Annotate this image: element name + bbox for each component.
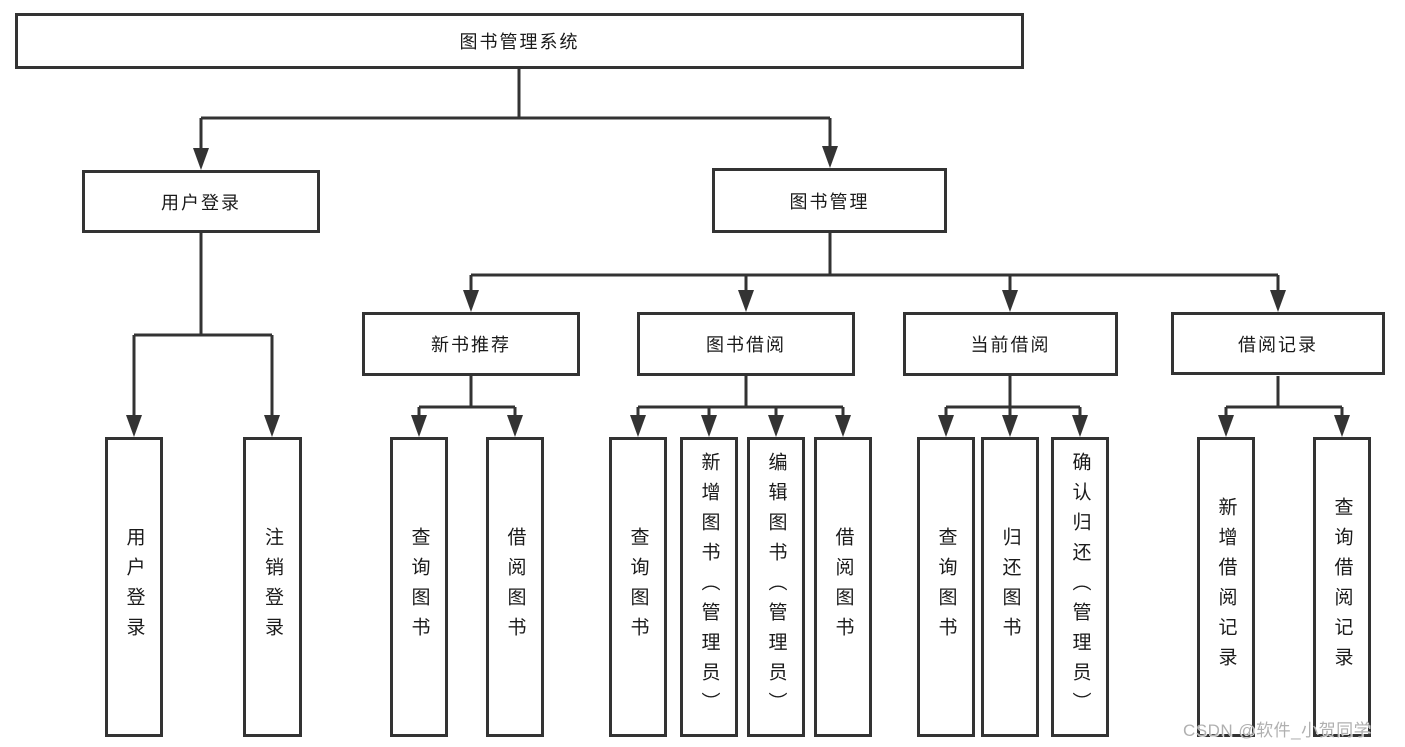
node-label: 新增借阅记录 [1215, 497, 1237, 677]
leaf-newrec-query-books: 查询图书 [390, 437, 448, 737]
leaf-borrow-add-books-admin: 新增图书（管理员） [680, 437, 738, 737]
node-label: 借阅图书 [504, 527, 526, 647]
leaf-current-return-books: 归还图书 [981, 437, 1039, 737]
node-label: 查询图书 [935, 527, 957, 647]
node-label: 归还图书 [999, 527, 1021, 647]
node-label: 新增图书（管理员） [698, 452, 720, 722]
node-label: 查询借阅记录 [1331, 497, 1353, 677]
node-label: 编辑图书（管理员） [765, 452, 787, 722]
leaf-borrow-edit-books-admin: 编辑图书（管理员） [747, 437, 805, 737]
leaf-user-login: 用户登录 [105, 437, 163, 737]
node-new-book-recommendation: 新书推荐 [362, 312, 580, 376]
connector-paths [132, 68, 1344, 419]
node-user-login-branch: 用户登录 [82, 170, 320, 233]
leaf-borrow-borrow-books: 借阅图书 [814, 437, 872, 737]
node-label: 当前借阅 [970, 335, 1051, 355]
node-label: 借阅图书 [832, 527, 854, 647]
node-label: 图书管理系统 [459, 32, 580, 52]
node-label: 图书借阅 [706, 335, 786, 355]
leaf-current-confirm-return-admin: 确认归还（管理员） [1051, 437, 1109, 737]
node-book-borrowing: 图书借阅 [637, 312, 855, 376]
arrowhead-icons [126, 146, 1350, 437]
node-current-borrowing: 当前借阅 [903, 312, 1118, 376]
node-label: 图书管理 [789, 191, 870, 212]
node-label: 借阅记录 [1238, 334, 1318, 355]
node-label: 确认归还（管理员） [1069, 452, 1091, 722]
leaf-current-query-books: 查询图书 [917, 437, 975, 737]
leaf-logout: 注销登录 [243, 437, 302, 737]
leaf-records-query-record: 查询借阅记录 [1313, 437, 1371, 737]
leaf-newrec-borrow-books: 借阅图书 [486, 437, 544, 737]
leaf-records-add-record: 新增借阅记录 [1197, 437, 1255, 737]
node-label: 注销登录 [262, 527, 283, 647]
leaf-borrow-query-books: 查询图书 [609, 437, 667, 737]
node-borrowing-records: 借阅记录 [1171, 312, 1385, 375]
node-label: 新书推荐 [431, 335, 511, 355]
node-label: 用户登录 [161, 192, 241, 213]
node-library-management-system: 图书管理系统 [15, 13, 1024, 69]
node-label: 用户登录 [123, 527, 145, 647]
node-book-management-branch: 图书管理 [712, 168, 947, 233]
node-label: 查询图书 [627, 527, 649, 647]
node-label: 查询图书 [408, 527, 430, 647]
csdn-watermark: CSDN @软件_小贺同学 [1183, 721, 1372, 740]
